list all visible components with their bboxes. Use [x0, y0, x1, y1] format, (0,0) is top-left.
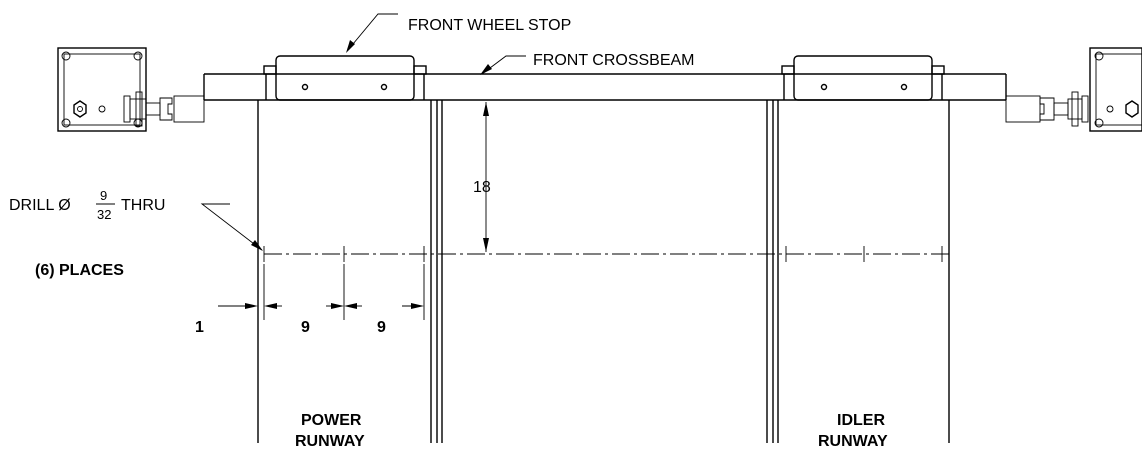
- drill-fraction-numerator: 9: [100, 188, 107, 203]
- front-crossbeam-label: FRONT CROSSBEAM: [533, 52, 695, 69]
- dim-vertical-18: [483, 102, 489, 252]
- hole-centerline: [263, 246, 950, 262]
- leader-drill: [200, 203, 263, 251]
- idler-runway-edges: [766, 100, 950, 443]
- right-mount-plate: [1005, 47, 1142, 132]
- power-runway-label-line2: RUNWAY: [295, 433, 365, 450]
- drill-fraction-denominator: 32: [97, 207, 111, 222]
- dim-1-label: 1: [195, 319, 204, 336]
- idler-runway-label-line2: RUNWAY: [818, 433, 888, 450]
- dim-horizontal-spacing: [218, 264, 425, 320]
- drill-prefix: DRILL Ø: [9, 197, 71, 214]
- power-runway-edges: [257, 100, 443, 443]
- dim-18-label: 18: [473, 179, 491, 196]
- idler-runway-label-line1: IDLER: [837, 412, 885, 429]
- front-wheel-stop-label: FRONT WHEEL STOP: [408, 17, 571, 34]
- leader-front-crossbeam: [480, 55, 526, 75]
- wheel-stop-left: [263, 55, 427, 101]
- left-mount-plate: [57, 47, 205, 132]
- dim-9-label-1: 9: [301, 319, 310, 336]
- wheel-stop-right: [781, 55, 945, 101]
- drill-callout: DRILL Ø 9 32 THRU: [9, 188, 165, 222]
- dim-9-label-2: 9: [377, 319, 386, 336]
- drill-suffix: THRU: [121, 197, 165, 214]
- front-crossbeam: [203, 73, 1007, 101]
- power-runway-label-line1: POWER: [301, 412, 362, 429]
- places-label: (6) PLACES: [35, 262, 124, 279]
- leader-front-wheel-stop: [346, 13, 398, 53]
